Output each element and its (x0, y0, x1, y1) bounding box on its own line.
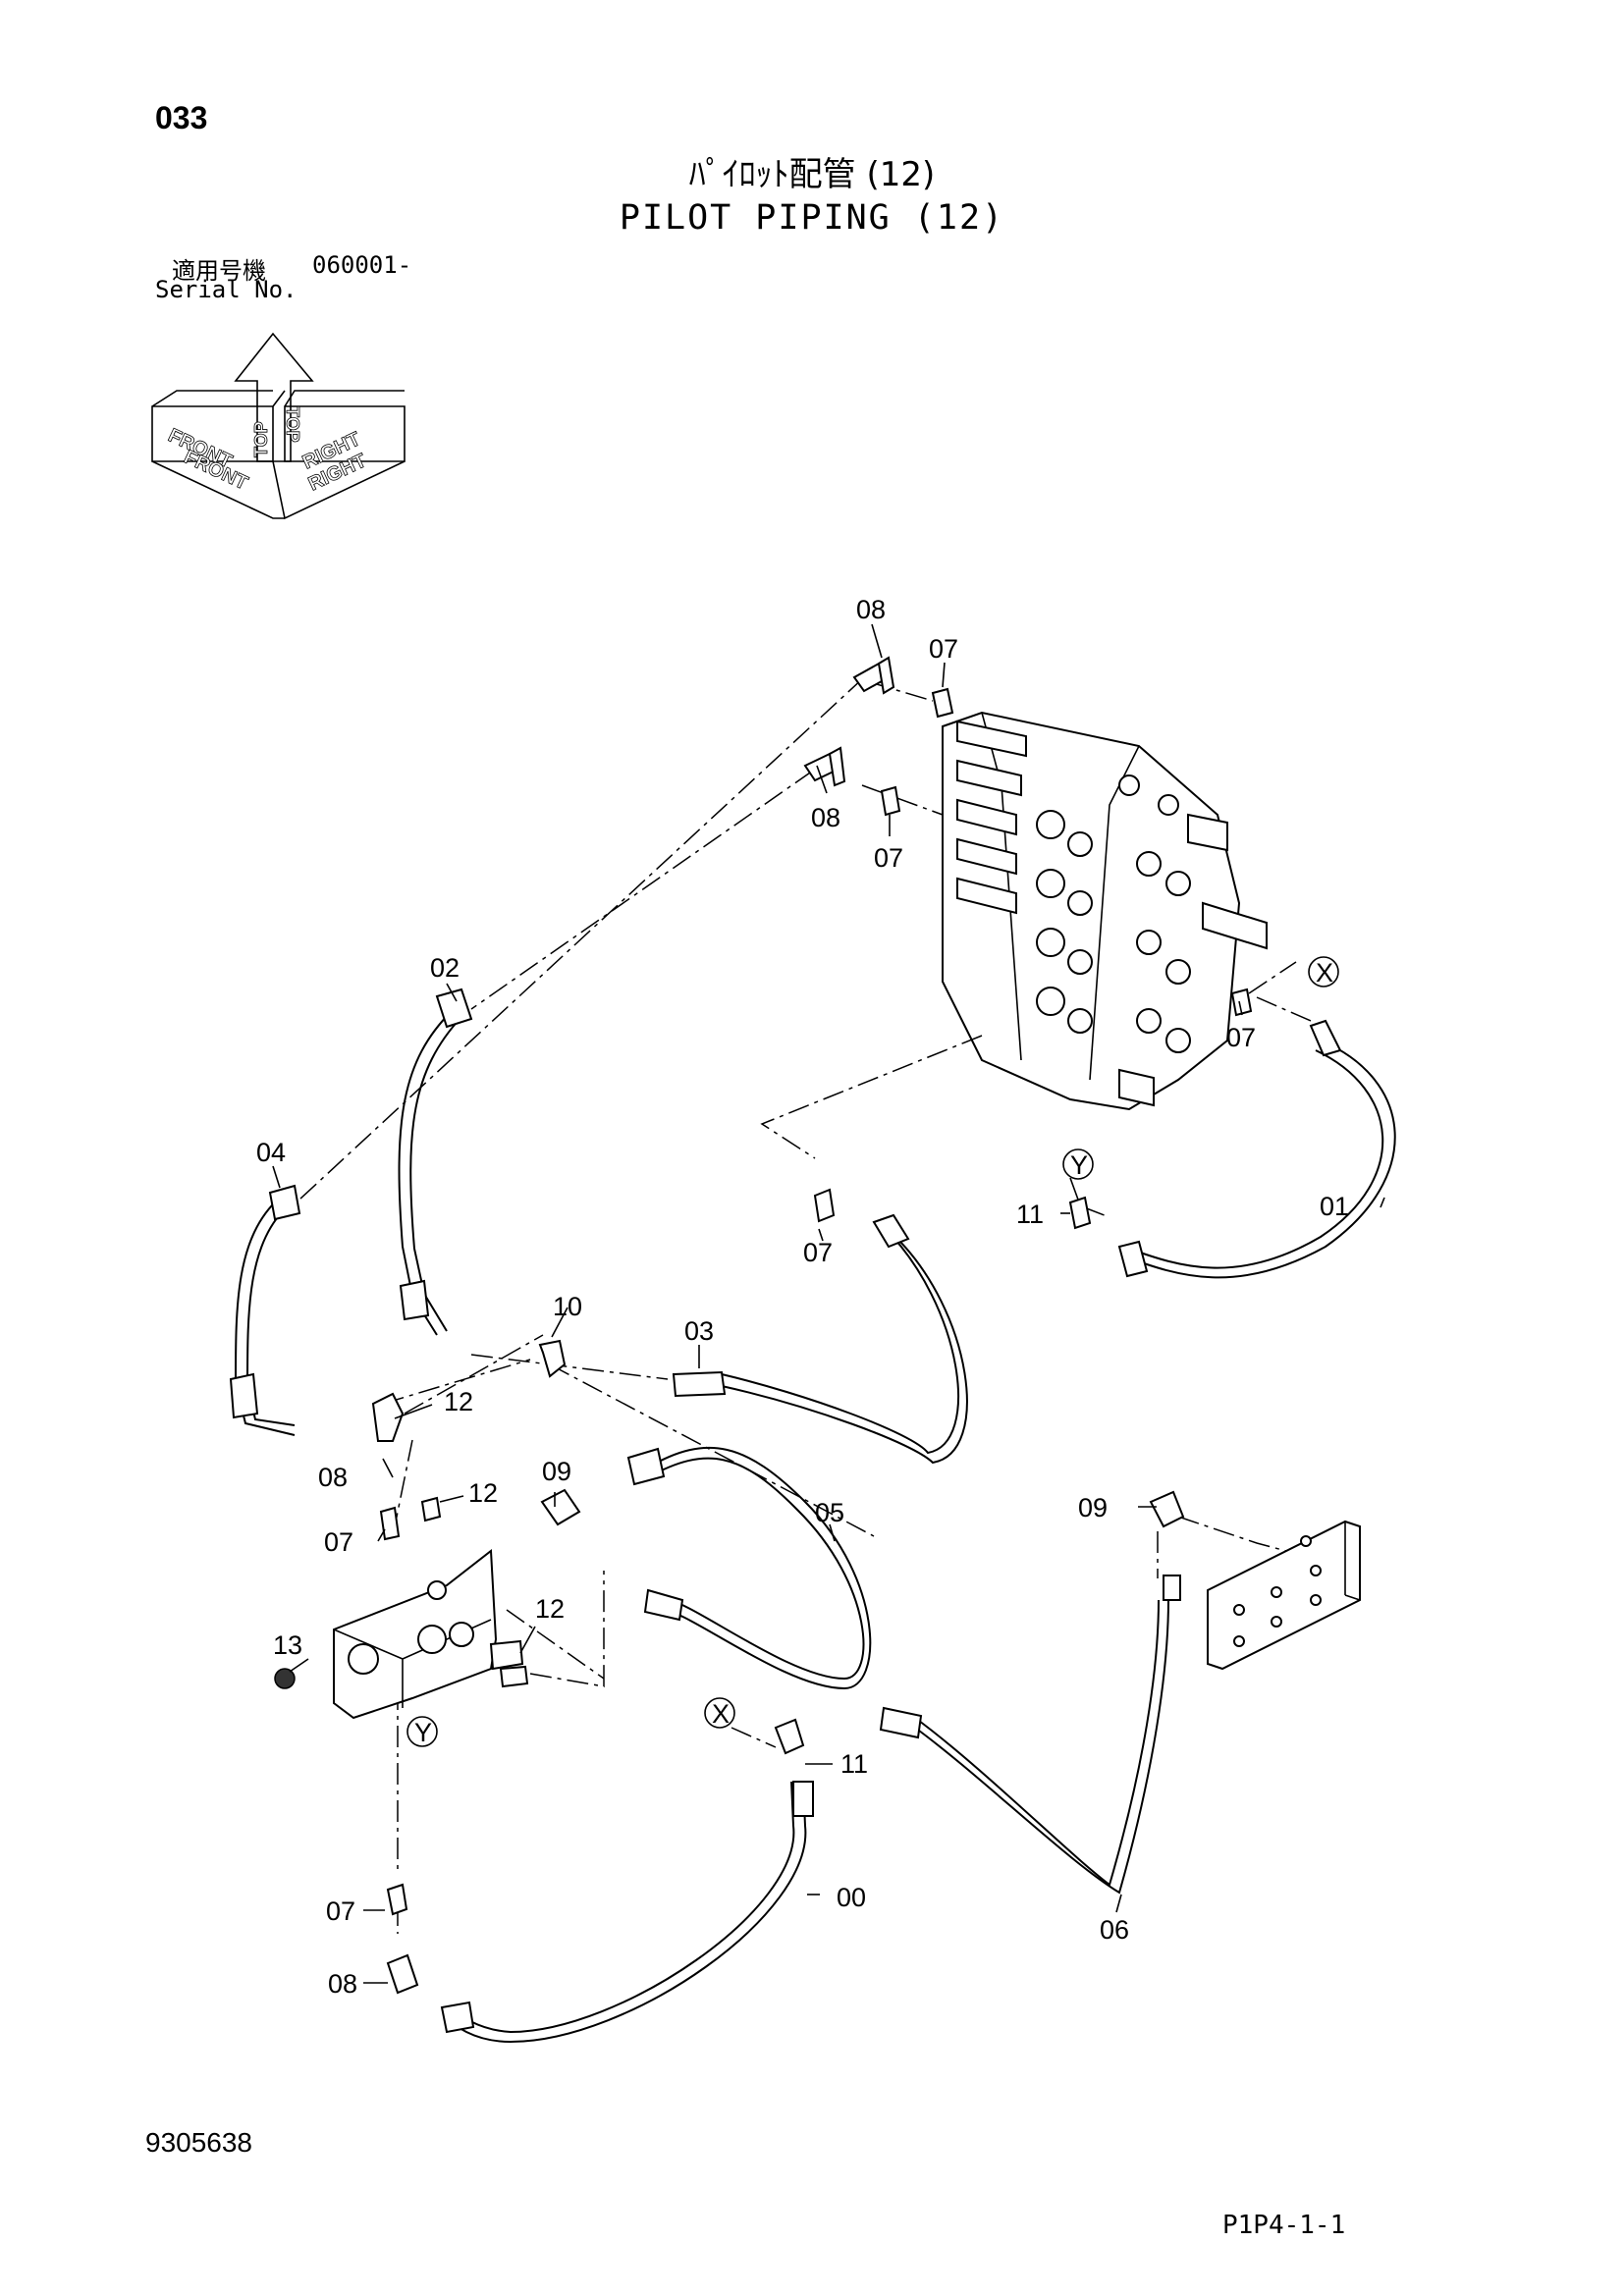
serial-range: 060001- (312, 251, 412, 279)
page-number: 033 (155, 100, 208, 135)
connection-markers: X X Y Y (406, 956, 1339, 1747)
title-english: PILOT PIPING (12) (619, 198, 1005, 238)
callout-07-left: 07 (324, 1527, 353, 1557)
callout-11-upper: 11 (1016, 1200, 1044, 1229)
orientation-icon: TOP TOP FRONT FRONT RIGHT RIGHT (151, 332, 406, 520)
marker-y-lower: Y (414, 1718, 432, 1747)
callout-07-bottom: 07 (326, 1896, 355, 1926)
callout-03: 03 (684, 1316, 714, 1346)
callout-11-lower: 11 (840, 1749, 868, 1779)
callout-10: 10 (553, 1292, 582, 1321)
mounting-plate (1207, 1520, 1361, 1671)
part-callouts: 00 01 02 03 04 05 06 07 07 07 07 07 07 0… (256, 595, 1349, 1999)
callout-12-top: 12 (444, 1387, 473, 1416)
hose-03 (721, 1226, 960, 1455)
fittings (274, 656, 1253, 1995)
marker-x-upper: X (1316, 958, 1333, 988)
hose-02 (398, 1010, 453, 1336)
valve-ports (1036, 774, 1191, 1053)
callout-09-right: 09 (1078, 1493, 1108, 1522)
callout-05: 05 (815, 1498, 844, 1527)
callout-07-upper: 07 (874, 843, 903, 873)
callout-08-top: 08 (856, 595, 886, 624)
callout-12-lower: 12 (535, 1594, 565, 1624)
callout-09-center: 09 (542, 1457, 571, 1486)
callout-12-middle: 12 (468, 1478, 498, 1508)
hose-06 (914, 1599, 1160, 1887)
hose-01 (1123, 1040, 1396, 1279)
title-japanese: ﾊﾟｲﾛｯﾄ配管 (12) (688, 155, 936, 194)
callout-08-upper: 08 (811, 803, 840, 832)
connection-lines (298, 676, 1312, 1934)
callout-08-bottom: 08 (328, 1969, 357, 1999)
callout-01: 01 (1320, 1192, 1349, 1221)
leader-lines (272, 623, 1385, 1984)
callout-08-left: 08 (318, 1463, 348, 1492)
page-code: P1P4-1-1 (1222, 2211, 1346, 2240)
hoses (229, 988, 1396, 2044)
hose-05 (647, 1446, 872, 1690)
callout-02: 02 (430, 953, 460, 983)
serial-label-japanese: 適用号機 (172, 257, 266, 285)
callout-06: 06 (1100, 1915, 1129, 1945)
control-valve (942, 711, 1268, 1111)
icon-label-top-2: TOP (283, 406, 302, 443)
serial-label-english: Serial No. (155, 276, 298, 303)
callout-00: 00 (837, 1883, 866, 1912)
marker-x-lower: X (712, 1699, 730, 1729)
callout-13: 13 (273, 1630, 302, 1660)
callout-07-right: 07 (1226, 1023, 1256, 1052)
pilot-valve-block (333, 1549, 529, 1720)
document-number: 9305638 (145, 2127, 253, 2158)
icon-label-top-1: TOP (251, 421, 271, 457)
callout-07-top: 07 (929, 634, 958, 664)
marker-y-upper: Y (1070, 1150, 1088, 1180)
callout-04: 04 (256, 1138, 286, 1167)
hose-00 (451, 1781, 807, 2044)
callout-07-middle: 07 (803, 1238, 833, 1267)
